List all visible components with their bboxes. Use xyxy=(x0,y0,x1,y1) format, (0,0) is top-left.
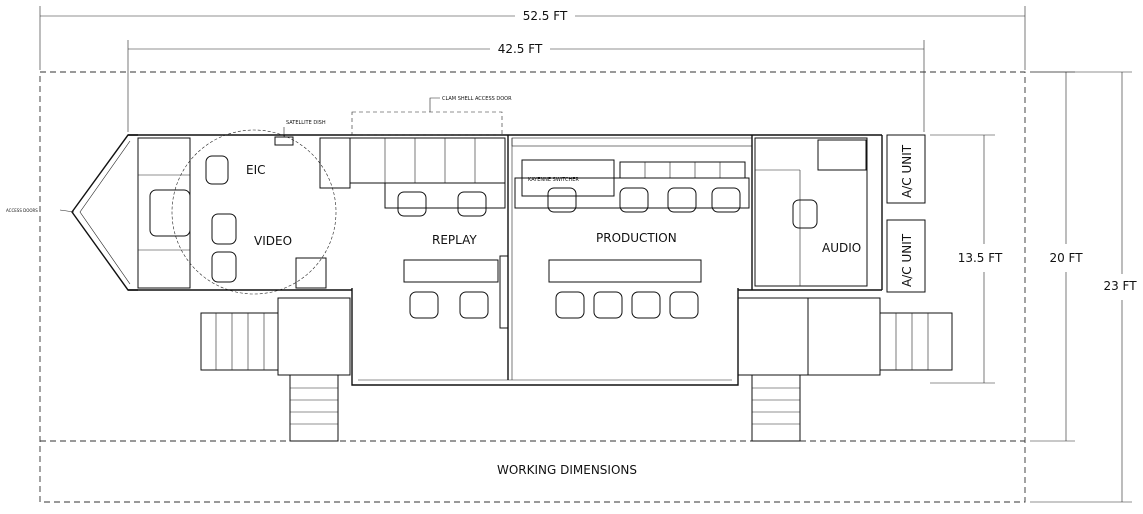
dimension-overall-width: 23 FT xyxy=(1030,71,1137,503)
ac-unit-1-label: A/C UNIT xyxy=(900,144,914,198)
room-replay: REPLAY xyxy=(432,233,477,247)
stairs-right xyxy=(737,297,953,442)
ac-unit-2-label: A/C UNIT xyxy=(900,233,914,287)
room-video: VIDEO xyxy=(254,234,292,248)
access-doors-label: ACCESS DOORS xyxy=(6,208,38,213)
stairs-left xyxy=(200,297,351,442)
dimension-trailer-length: 42.5 FT xyxy=(127,40,925,132)
room-eic: EIC xyxy=(246,163,266,177)
clam-shell-door-label: CLAM SHELL ACCESS DOOR xyxy=(442,96,512,102)
dimension-overall-length: 52.5 FT xyxy=(39,6,1026,70)
dimension-working-width: 20 FT xyxy=(1030,71,1083,442)
satellite-dish-label: SATELLITE DISH xyxy=(286,120,326,126)
room-labels: SATELLITE DISH CLAM SHELL ACCESS DOOR AC… xyxy=(6,96,914,287)
dimension-trailer-width: 13.5 FT xyxy=(930,134,1003,384)
trailer-width-label: 13.5 FT xyxy=(958,251,1003,265)
kayenne-switcher-label: KAYENNE SWITCHER xyxy=(528,177,579,183)
working-width-label: 20 FT xyxy=(1049,251,1083,265)
overall-length-label: 52.5 FT xyxy=(523,9,568,23)
working-dimensions-label: WORKING DIMENSIONS xyxy=(497,463,637,477)
room-production: PRODUCTION xyxy=(596,231,677,245)
room-audio: AUDIO xyxy=(822,241,861,255)
trailer-length-label: 42.5 FT xyxy=(498,42,543,56)
working-area-boundary: WORKING DIMENSIONS xyxy=(39,71,1026,503)
overall-width-label: 23 FT xyxy=(1103,279,1137,293)
chairs xyxy=(149,155,818,319)
trailer-body xyxy=(71,111,926,386)
